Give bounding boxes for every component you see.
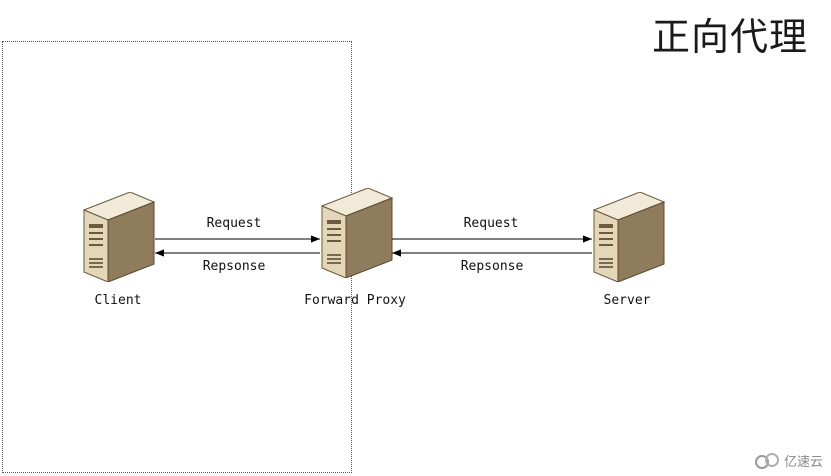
diagram-title: 正向代理 <box>652 15 809 59</box>
label-server: Server <box>603 293 651 308</box>
label-forward-proxy: Forward Proxy <box>304 293 406 308</box>
label-request-client-proxy: Request <box>206 216 262 231</box>
watermark: 亿速云 <box>754 451 823 470</box>
label-client: Client <box>94 293 142 308</box>
proxy-server-icon <box>320 188 394 278</box>
label-request-proxy-server: Request <box>463 216 519 231</box>
label-response-proxy-client: Repsonse <box>202 259 266 274</box>
watermark-text: 亿速云 <box>783 455 823 470</box>
client-server-icon <box>82 192 156 282</box>
destination-server-icon <box>592 192 666 282</box>
watermark-logo-icon <box>754 452 779 469</box>
label-response-server-proxy: Repsonse <box>460 259 524 274</box>
